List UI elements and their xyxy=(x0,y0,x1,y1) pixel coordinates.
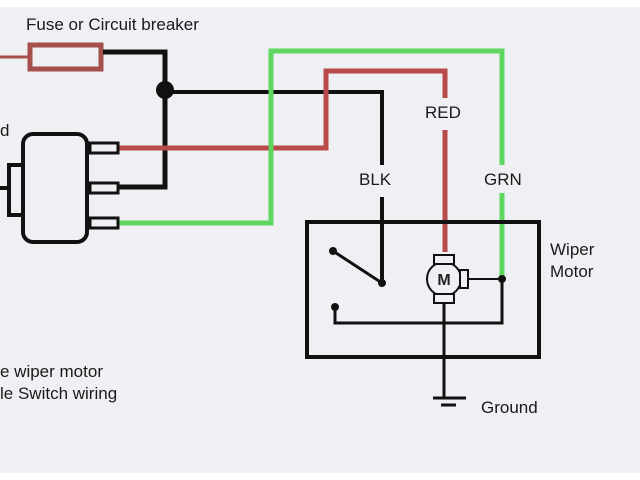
switch-terminal-3 xyxy=(88,216,120,230)
switch-knob xyxy=(7,163,25,217)
wiper-motor-box xyxy=(305,220,541,359)
green-wire xyxy=(118,48,505,226)
blk-label: BLK xyxy=(359,170,392,189)
switch-terminal-1 xyxy=(88,141,120,155)
motor-label: Motor xyxy=(550,262,594,281)
park-switch-contact xyxy=(329,247,337,255)
black-power-wire xyxy=(103,49,168,190)
ground-label: Ground xyxy=(481,398,538,417)
switch-body xyxy=(21,132,89,244)
motor-brush-top xyxy=(433,254,455,265)
grn-label: GRN xyxy=(484,170,522,189)
park-switch-pivot xyxy=(378,279,386,287)
fuse-label: Fuse or Circuit breaker xyxy=(26,15,199,34)
fuse-symbol xyxy=(27,42,104,72)
caption-line-1: e wiper motor xyxy=(0,362,103,381)
motor-brush-bottom xyxy=(433,293,455,304)
switch-terminal-2 xyxy=(88,181,120,195)
motor-brush-right xyxy=(459,269,469,289)
red-label: RED xyxy=(425,103,461,122)
black-wire-blk xyxy=(165,90,384,165)
motor-symbol-label: M xyxy=(437,272,450,289)
diagram-background xyxy=(0,7,640,473)
park-internal-wire xyxy=(333,279,504,325)
wiper-label: Wiper xyxy=(550,240,595,259)
caption-line-2: le Switch wiring xyxy=(0,384,118,403)
left-partial-label: d xyxy=(0,121,10,140)
park-switch-arm xyxy=(332,249,383,285)
red-wire xyxy=(118,68,448,151)
